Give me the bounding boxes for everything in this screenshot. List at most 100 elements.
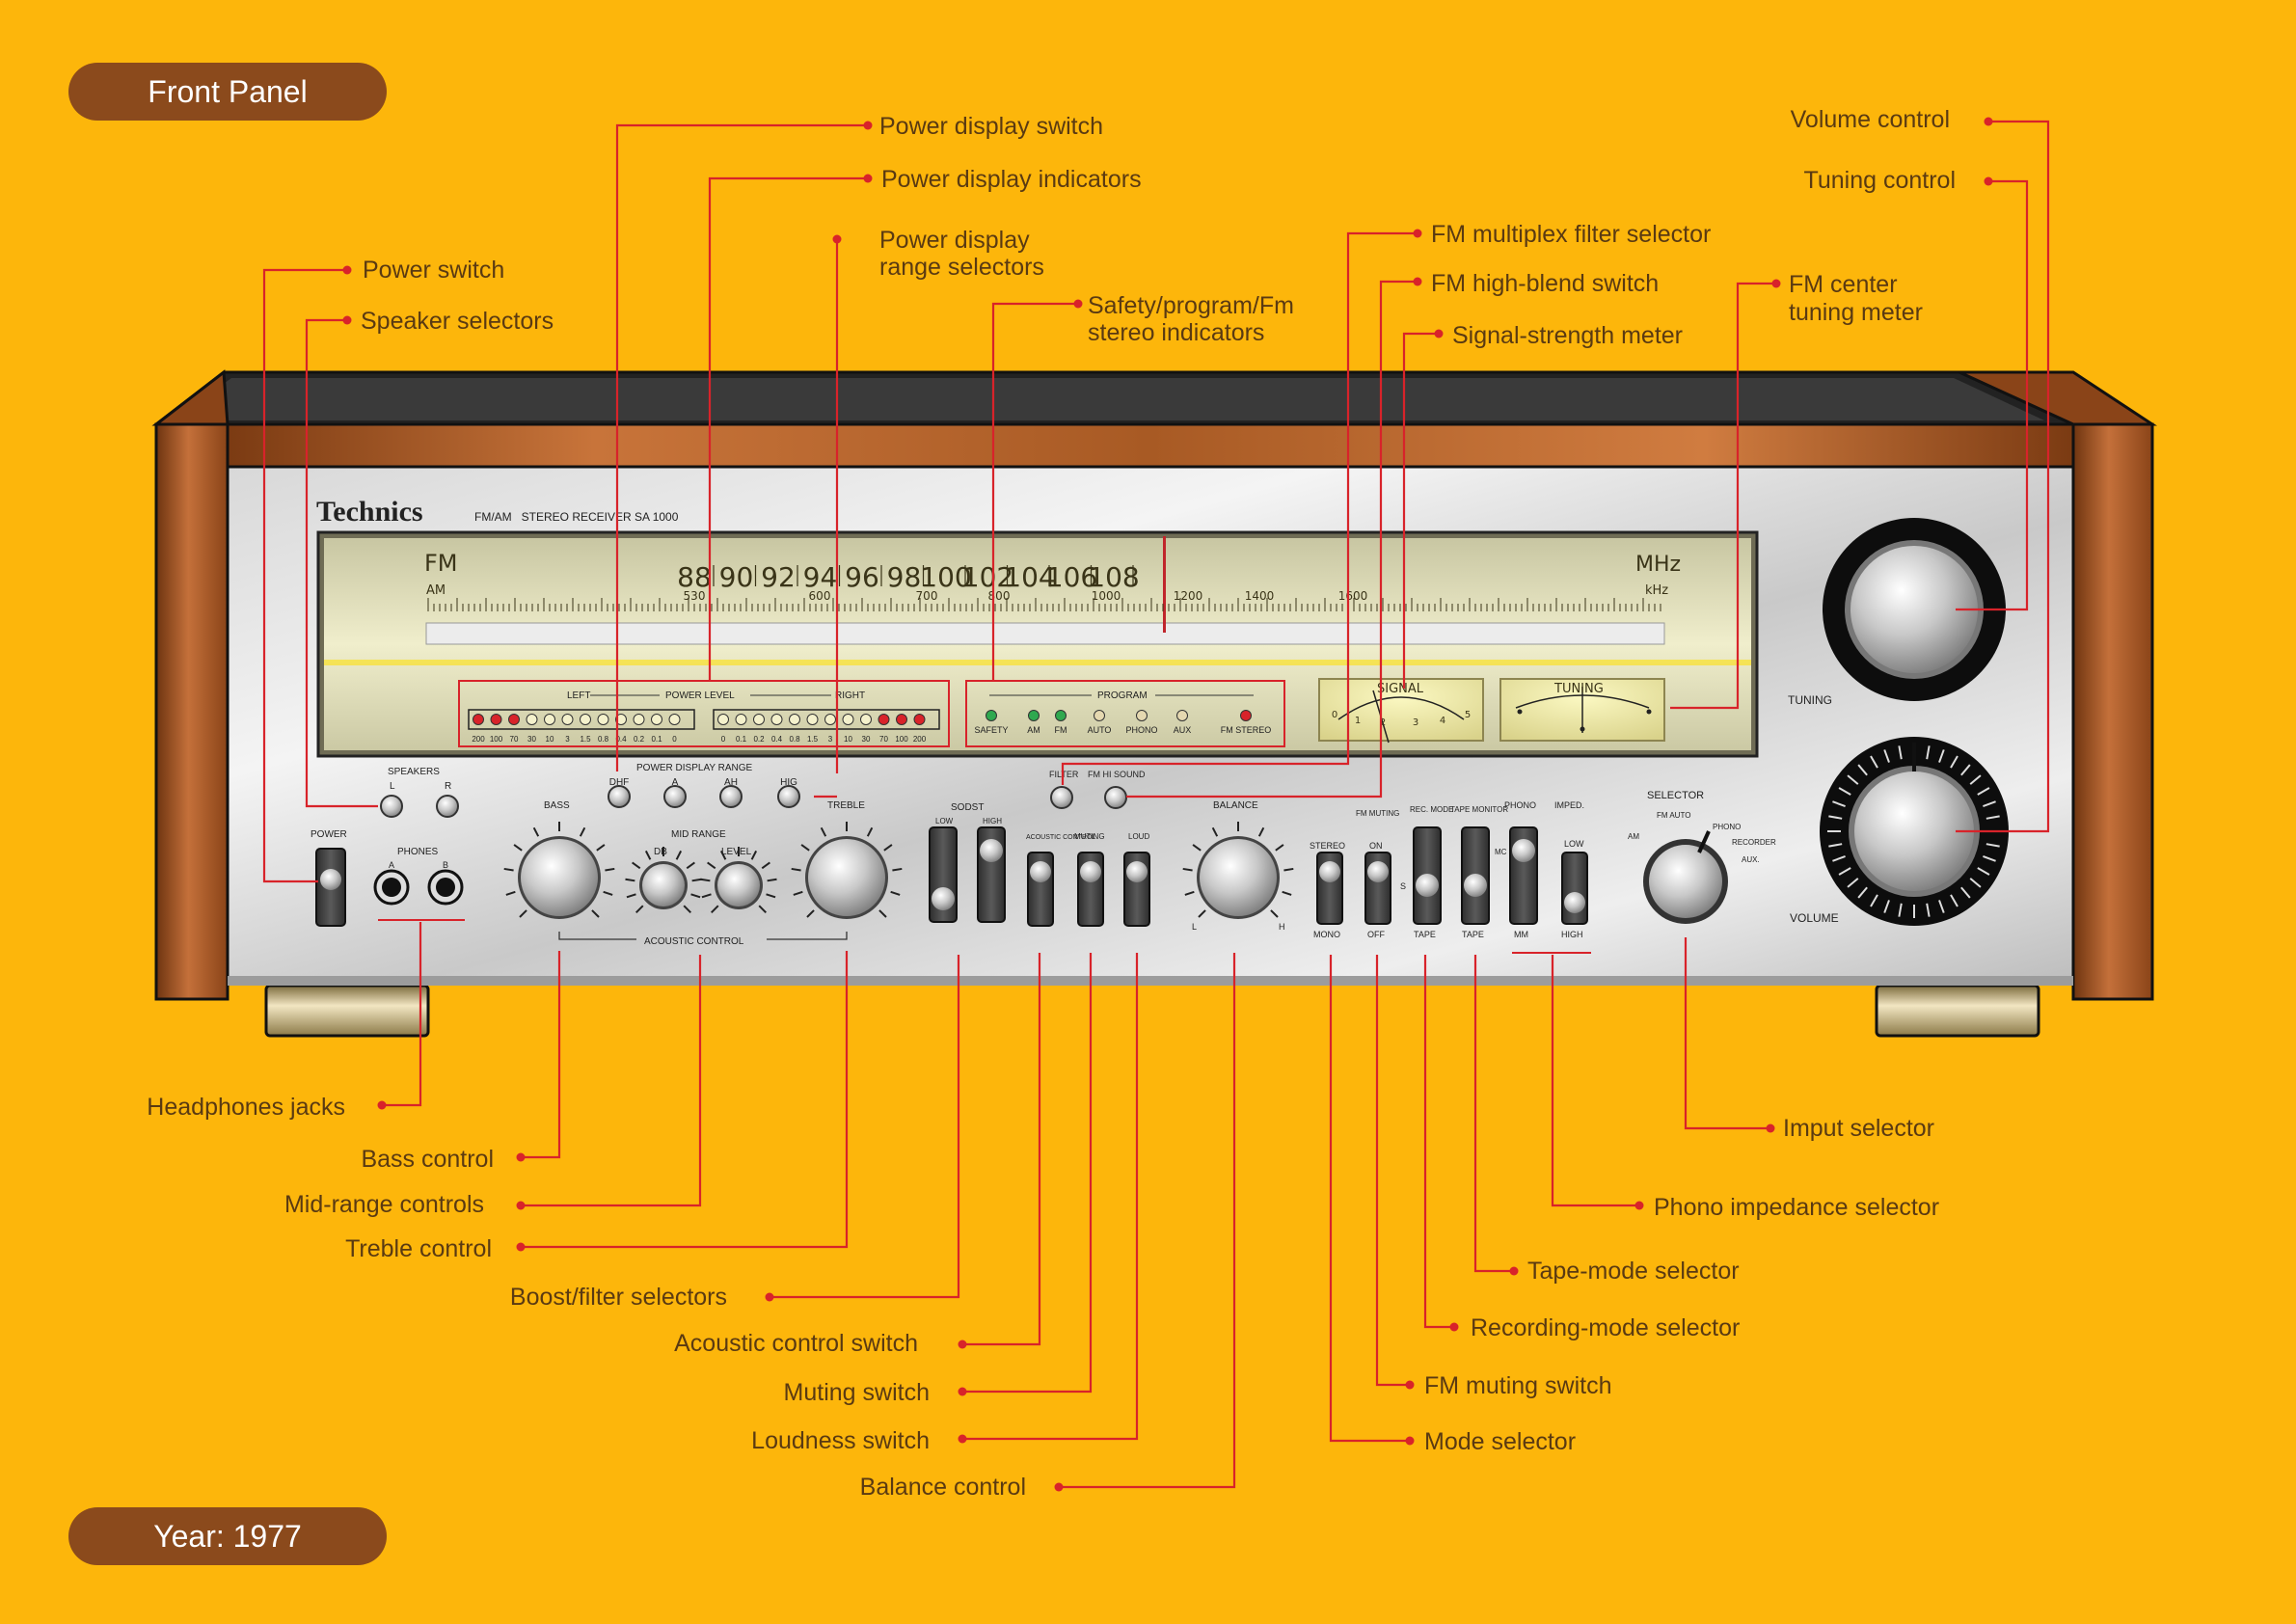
volume-tick: [1838, 867, 1851, 876]
fm-filter-button[interactable]: [1050, 786, 1073, 809]
power-level-led: [508, 714, 520, 725]
callout-leader: [521, 951, 561, 1159]
knob-tick: [1182, 867, 1193, 872]
power-level-led: [913, 714, 926, 725]
knob-tick: [632, 861, 641, 870]
boost-low-switch[interactable]: [929, 826, 958, 923]
power-level-scale-label: 0: [672, 735, 677, 744]
headphone-jack-a[interactable]: [373, 869, 410, 906]
callout-balance-control: Balance control: [860, 1474, 1026, 1501]
fm-hi-sound-button[interactable]: [1104, 786, 1127, 809]
knob-tick: [579, 826, 586, 837]
fm-muting-switch[interactable]: [1364, 852, 1391, 925]
treble-knob[interactable]: [791, 822, 903, 919]
callout-leader-dot: [1413, 277, 1422, 286]
fm-scale-label: 92: [761, 561, 796, 593]
power-switch[interactable]: [315, 848, 346, 927]
am-scale-label: 1600: [1338, 589, 1368, 603]
volume-tick: [1983, 800, 1996, 807]
acoustic-control-switch[interactable]: [1027, 852, 1054, 927]
mid-db-knob[interactable]: [625, 847, 702, 913]
callout-leader-dot: [863, 174, 873, 183]
input-selector-knob[interactable]: [1643, 830, 1728, 924]
knob-tick: [626, 893, 636, 899]
knob-tick: [761, 861, 770, 870]
phono-mc-mm-switch[interactable]: [1509, 826, 1538, 925]
power-level-scale-label: 0.8: [789, 735, 800, 744]
balance-knob[interactable]: [1182, 822, 1294, 919]
signal-meter-label: SIGNAL: [1377, 682, 1424, 696]
program-indicator-led: [1240, 710, 1252, 721]
range-selector-button[interactable]: [663, 785, 687, 808]
knob-tick: [883, 844, 893, 852]
volume-tick: [1847, 774, 1859, 785]
signal-scale-label: 5: [1465, 710, 1471, 720]
volume-tick: [1926, 745, 1931, 760]
power-label: POWER: [311, 829, 347, 840]
selector-am-label: AM: [1628, 832, 1639, 841]
mode-selector-switch[interactable]: [1316, 852, 1343, 925]
volume-tick: [1985, 815, 2000, 820]
program-indicator-led: [986, 710, 997, 721]
power-level-scale-label: 100: [895, 735, 908, 744]
knob-tick: [675, 850, 683, 860]
range-selector-button[interactable]: [777, 785, 800, 808]
power-level-led: [806, 714, 819, 725]
speaker-selector-r[interactable]: [436, 795, 459, 818]
loudness-switch[interactable]: [1123, 852, 1150, 927]
knob-tick: [690, 893, 701, 899]
knob-tick: [1283, 867, 1294, 872]
fm-scale-label: 98: [887, 561, 922, 593]
fm-scale-label: 108: [1088, 561, 1139, 593]
callout-recording-mode: Recording-mode selector: [1471, 1314, 1740, 1341]
dial-am-label: AM: [426, 583, 446, 598]
tape-monitor-switch[interactable]: [1461, 826, 1490, 925]
mm-label: MM: [1514, 930, 1528, 939]
power-level-led: [824, 714, 836, 725]
power-level-scale-label: 1.5: [807, 735, 819, 744]
mid-level-knob[interactable]: [700, 847, 777, 913]
am-scale-label: 600: [809, 589, 831, 603]
fm-scale-label: 90: [719, 561, 754, 593]
volume-tick: [1857, 886, 1868, 899]
volume-knob[interactable]: [1820, 737, 2009, 926]
knob-tick: [625, 878, 635, 882]
loud-label: LOUD: [1128, 832, 1149, 841]
off-label: OFF: [1367, 930, 1385, 939]
knob-tick: [758, 905, 767, 913]
bass-knob[interactable]: [503, 822, 615, 919]
power-level-left: LEFT: [567, 690, 590, 701]
volume-tick: [1950, 894, 1958, 907]
program-indicator-label: PHONO: [1125, 725, 1157, 735]
volume-tick: [1938, 749, 1945, 763]
callout-leader-dot: [958, 1340, 967, 1349]
power-display-range-label: POWER DISPLAY RANGE: [636, 763, 753, 773]
callout-leader-dot: [1766, 1123, 1775, 1133]
recording-mode-switch[interactable]: [1413, 826, 1442, 925]
dial-mhz-label: MHz: [1635, 553, 1681, 577]
headphone-jack-b[interactable]: [427, 869, 464, 906]
muting-switch[interactable]: [1077, 852, 1104, 927]
program-title: PROGRAM: [1097, 690, 1148, 701]
range-button-label: HIG: [780, 777, 797, 788]
callout-leader-dot: [342, 265, 352, 275]
range-selector-button[interactable]: [719, 785, 743, 808]
power-level-led: [580, 714, 591, 725]
knob-face: [521, 839, 598, 916]
power-level-title: POWER LEVEL: [665, 690, 735, 701]
callout-leader: [262, 268, 347, 883]
tuning-knob[interactable]: [1823, 518, 2006, 701]
year-label: Year: 1977: [153, 1518, 302, 1554]
signal-strength-meter: [1318, 678, 1484, 744]
phono-impedance-switch[interactable]: [1561, 852, 1588, 925]
program-indicator-label: FM STEREO: [1221, 725, 1272, 735]
volume-tick: [1985, 843, 2000, 848]
speaker-selector-l[interactable]: [380, 795, 403, 818]
knob-tick: [767, 878, 777, 882]
range-selector-button[interactable]: [608, 785, 631, 808]
boost-high-switch[interactable]: [977, 826, 1006, 923]
callout-power-display-range-2: range selectors: [879, 254, 1044, 281]
power-level-scale-label: 30: [862, 735, 871, 744]
